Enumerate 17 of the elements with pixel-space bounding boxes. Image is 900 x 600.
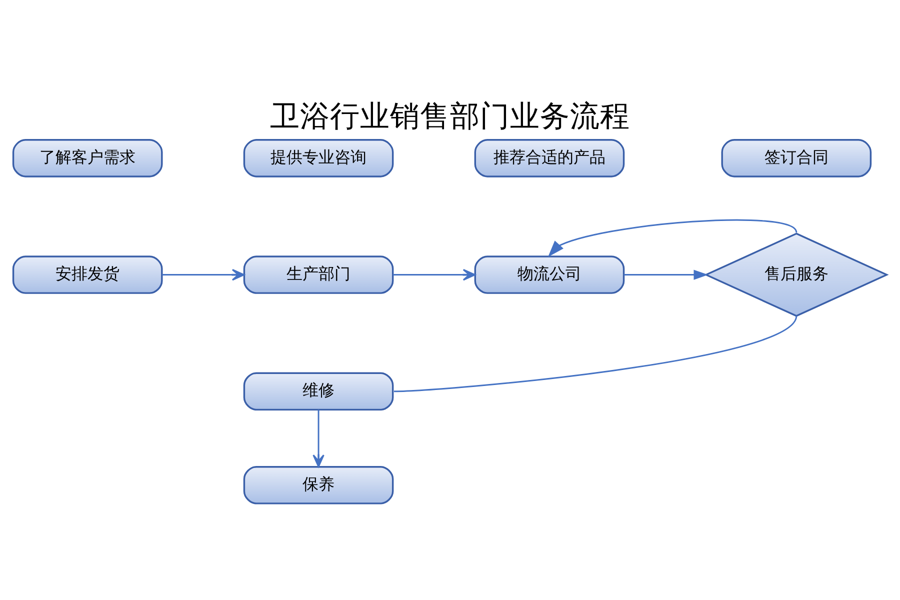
node-box: 安排发货: [12, 255, 163, 294]
node-box: 了解客户需求: [12, 138, 163, 177]
node-diamond: 售后服务: [704, 232, 889, 316]
node-box: 维修: [243, 372, 394, 410]
arrow: [624, 269, 708, 280]
node-box: 推荐合适的产品: [474, 138, 625, 177]
arrow: [162, 268, 245, 280]
arrow: [392, 268, 476, 280]
node-box: 生产部门: [243, 255, 394, 294]
diagram-title: 卫浴行业销售部门业务流程: [270, 98, 630, 134]
arrow: [312, 409, 324, 467]
node-box: 提供专业咨询: [243, 138, 394, 177]
node-box: 物流公司: [474, 255, 625, 294]
connector: [394, 315, 798, 392]
node-box: 保养: [243, 465, 394, 504]
node-box: 签订合同: [721, 138, 872, 177]
arrow: [548, 218, 797, 257]
